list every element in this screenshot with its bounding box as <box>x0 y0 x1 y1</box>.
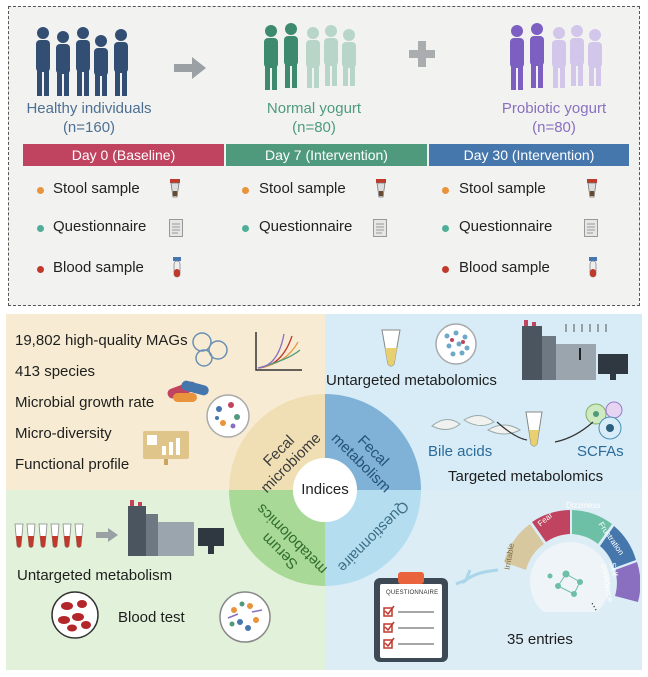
normal-yogurt-crowd-icon <box>264 23 356 90</box>
bullet-dot <box>242 187 249 194</box>
bacteria-icon <box>167 380 209 402</box>
stool-sample-label: Stool sample <box>459 180 546 197</box>
day-bar-0: Day 0 (Baseline) <box>23 144 224 166</box>
scfa-cells-icon <box>585 401 623 440</box>
healthy-individuals-crowd-icon <box>36 27 128 96</box>
questionnaire-label: Questionnaire <box>459 218 553 235</box>
blood-sample-label: Blood sample <box>459 259 550 276</box>
day-bar-7: Day 7 (Intervention) <box>226 144 427 166</box>
arrows-to-tube-icon <box>496 421 594 443</box>
bullet-dot <box>442 225 449 232</box>
stool-sample-label: Stool sample <box>53 180 140 197</box>
clipboard-icon <box>374 572 448 662</box>
stool-tube-icon <box>587 179 597 198</box>
group-count: (n=80) <box>532 119 576 136</box>
bullet-dot <box>242 225 249 232</box>
microbiome-item: Functional profile <box>15 456 130 473</box>
plus-icon <box>409 41 435 67</box>
blood-sample-label: Blood sample <box>53 259 144 276</box>
targeted-metabolomics-label: Targeted metabolomics <box>448 468 604 485</box>
group-name: Normal yogurt <box>266 100 362 117</box>
bullet-dot <box>37 266 44 273</box>
clipboard-title: QUESTIONNAIRE <box>386 590 439 596</box>
bile-acids-label: Bile acids <box>428 443 493 460</box>
arrow-right-icon <box>96 528 118 542</box>
study-design-panel: Healthy individuals (n=160) Normal yogur… <box>8 6 640 306</box>
mass-spectrometer-icon <box>128 500 224 556</box>
questionnaire-label: Questionnaire <box>53 218 147 235</box>
blood-tube-icon <box>173 257 181 278</box>
mass-spectrometer-icon <box>522 320 628 380</box>
group-label-healthy: Healthy individuals (n=160) <box>9 99 169 137</box>
microbiome-item: 413 species <box>15 363 96 380</box>
stool-tube-icon <box>376 179 386 198</box>
blood-tubes-row-icon <box>14 523 84 548</box>
sample-tube-icon <box>381 329 401 367</box>
bullet-dot <box>442 266 449 273</box>
untargeted-metabolomics-label: Untargeted metabolomics <box>326 372 497 389</box>
group-name: Probiotic yogurt <box>501 100 607 117</box>
blood-smear-dish-icon <box>219 591 271 643</box>
indices-center-label: Indices <box>301 481 349 498</box>
group-name: Healthy individuals <box>26 100 152 117</box>
mags-circles-icon <box>192 332 228 367</box>
group-label-probiotic-yogurt: Probiotic yogurt (n=80) <box>474 99 634 137</box>
sample-tube-icon <box>525 411 543 447</box>
document-icon <box>169 219 183 237</box>
microbiome-item: Micro-diversity <box>15 425 112 442</box>
wheel-label-dizziness: Dizziness <box>566 501 601 510</box>
microbiome-item: 19,802 high-quality MAGs <box>15 332 188 349</box>
stool-tube-icon <box>170 179 180 198</box>
red-blood-cells-icon <box>51 591 99 639</box>
bullet-dot <box>442 187 449 194</box>
arrow-left-icon <box>455 568 498 586</box>
metabolite-dish-icon <box>435 323 477 365</box>
document-icon <box>373 219 387 237</box>
blood-tube-icon <box>589 257 597 278</box>
indices-ring-diagram <box>229 394 421 586</box>
untargeted-metabolism-label: Untargeted metabolism <box>17 567 173 584</box>
bullet-dot <box>37 187 44 194</box>
scfas-label: SCFAs <box>577 443 624 460</box>
blood-test-label: Blood test <box>118 609 185 626</box>
entries-label: 35 entries <box>507 631 573 648</box>
growth-curve-icon <box>255 332 302 371</box>
bullet-dot <box>37 225 44 232</box>
day-bar-30: Day 30 (Intervention) <box>429 144 629 166</box>
stool-sample-label: Stool sample <box>259 180 346 197</box>
mood-wheel-icon <box>504 510 640 612</box>
group-count: (n=160) <box>62 119 116 136</box>
arrow-right-icon <box>174 57 206 79</box>
micro-diversity-dish-icon <box>206 394 250 438</box>
document-icon <box>584 219 598 237</box>
bile-acids-icon <box>431 415 522 435</box>
microbiome-item: Microbial growth rate <box>15 394 155 411</box>
presentation-board-icon <box>143 431 189 465</box>
probiotic-yogurt-crowd-icon <box>510 23 602 90</box>
questionnaire-label: Questionnaire <box>259 218 353 235</box>
group-count: (n=80) <box>292 119 336 136</box>
group-label-normal-yogurt: Normal yogurt (n=80) <box>234 99 394 137</box>
